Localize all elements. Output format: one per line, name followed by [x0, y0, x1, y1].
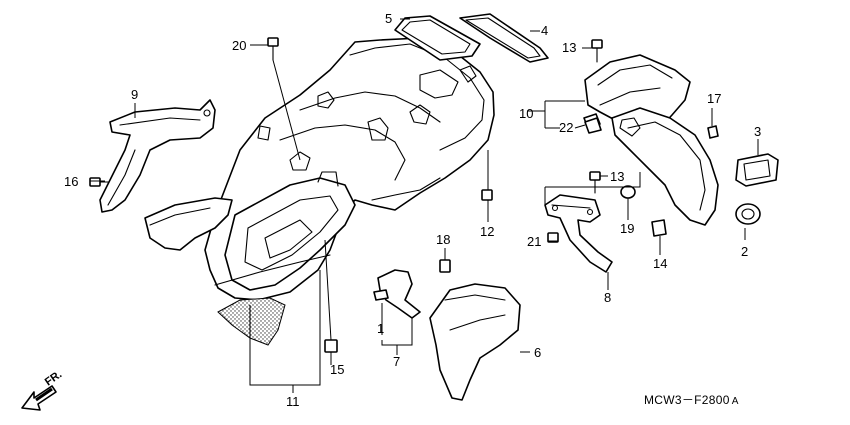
left-bracket-part — [99, 99, 216, 213]
callout-8: 8 — [604, 290, 611, 305]
callout-16: 16 — [64, 174, 78, 189]
callout-21: 21 — [527, 234, 541, 249]
reflector-part — [735, 153, 779, 187]
callout-15: 15 — [330, 362, 344, 377]
callout-20: 20 — [232, 38, 246, 53]
diagram-code-suffix: A — [732, 396, 739, 407]
callout-13-top: 13 — [562, 40, 576, 55]
bolt-part — [89, 37, 719, 353]
callout-11: 11 — [286, 394, 300, 409]
grommet-part — [735, 203, 761, 225]
clip-stay-part — [373, 269, 421, 319]
callout-17: 17 — [707, 91, 721, 106]
callout-7: 7 — [393, 354, 400, 369]
lower-stay-part — [544, 194, 613, 273]
callout-4: 4 — [541, 23, 548, 38]
callout-22: 22 — [559, 120, 573, 135]
callout-labels: 1 2 3 4 5 6 7 8 9 10 11 12 13 13 14 15 1… — [64, 11, 761, 409]
callout-1: 1 — [377, 321, 384, 336]
callout-3: 3 — [754, 124, 761, 139]
callout-13-mid: 13 — [610, 169, 624, 184]
front-label: FR. — [43, 368, 64, 388]
callout-19: 19 — [620, 221, 634, 236]
callout-14: 14 — [653, 256, 667, 271]
callout-6: 6 — [534, 345, 541, 360]
callout-2: 2 — [741, 244, 748, 259]
rear-fender-part — [144, 37, 495, 346]
license-bracket-part — [583, 54, 719, 226]
leader-lines — [90, 18, 759, 393]
callout-18: 18 — [436, 232, 450, 247]
callout-9: 9 — [131, 87, 138, 102]
seal-part — [394, 13, 549, 63]
callout-10: 10 — [519, 106, 533, 121]
callout-12: 12 — [480, 224, 494, 239]
front-direction-indicator: FR. — [21, 368, 64, 411]
callout-5: 5 — [385, 11, 392, 26]
lower-cover-part — [429, 283, 521, 401]
